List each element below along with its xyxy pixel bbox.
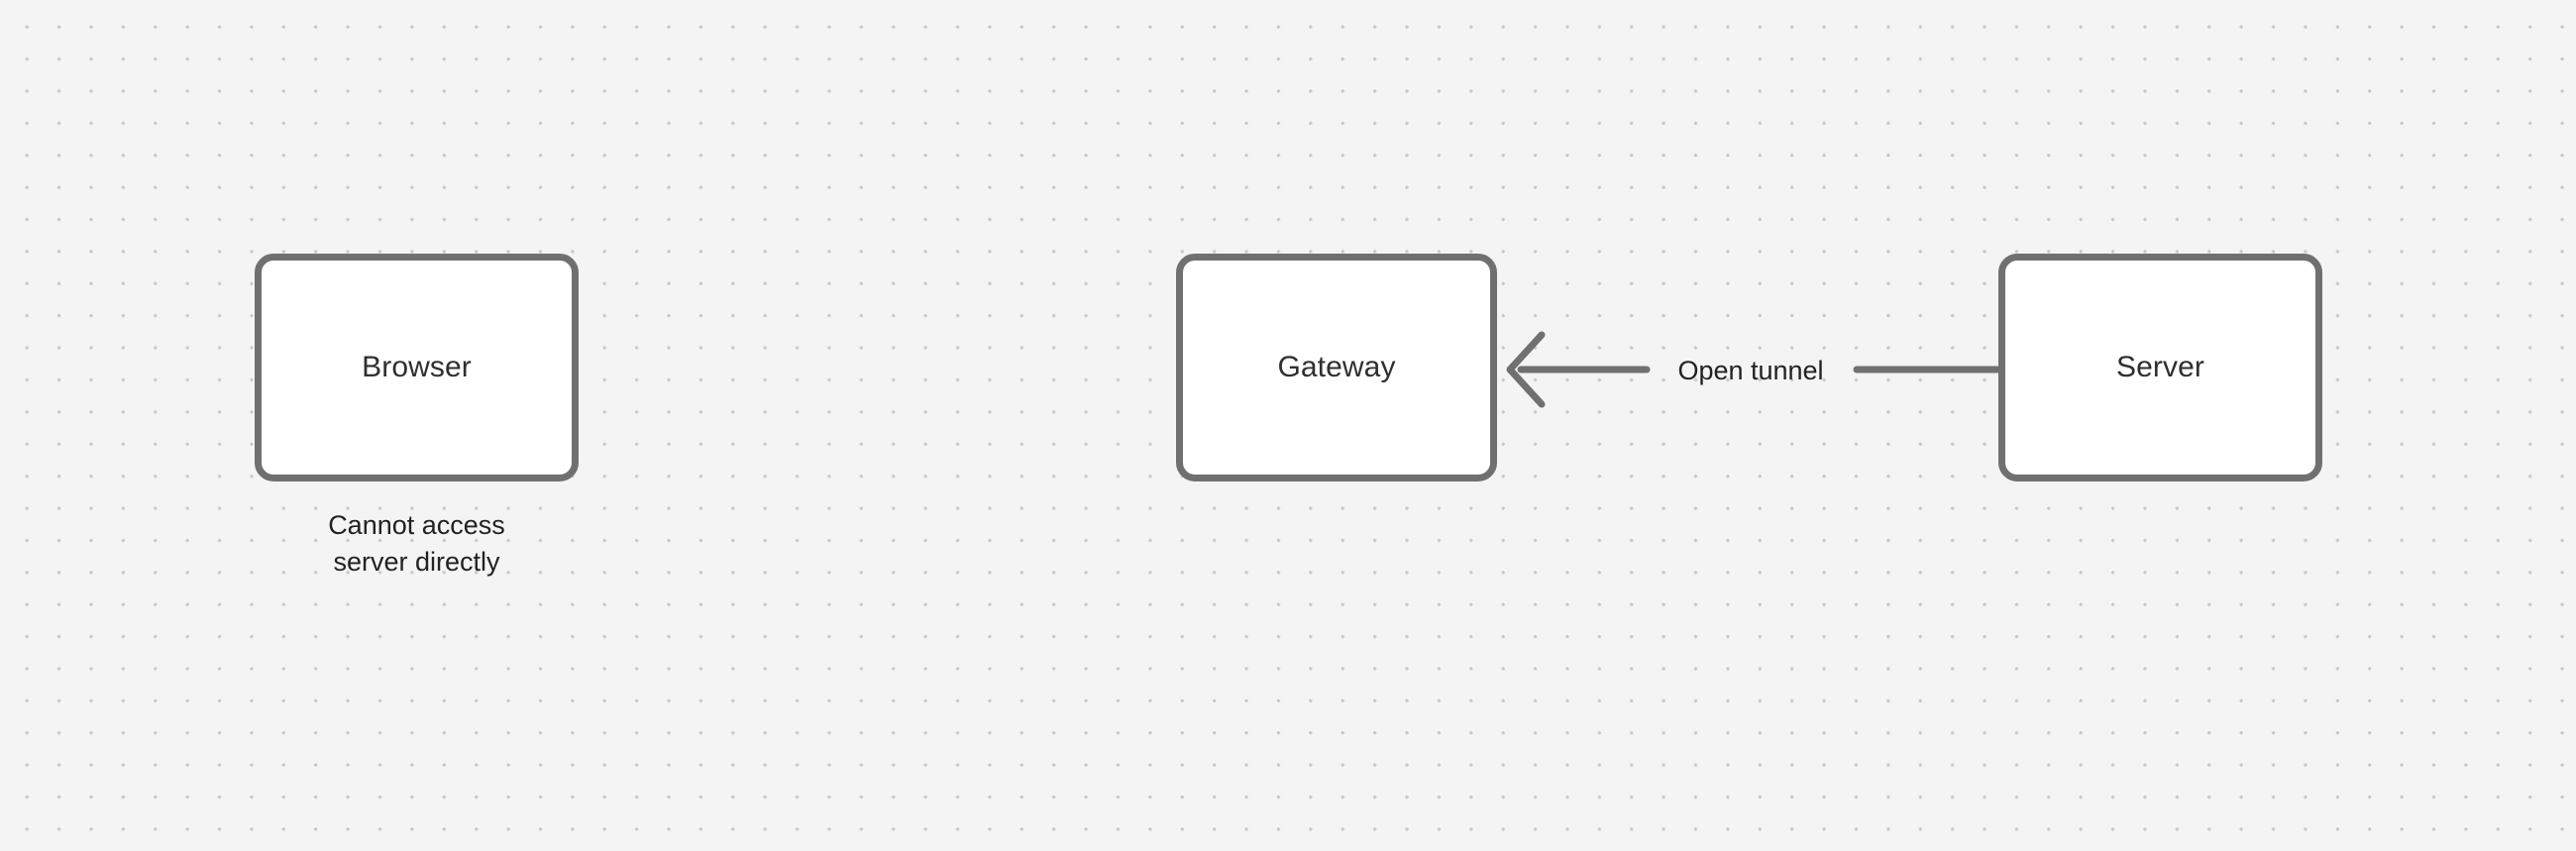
tunnel-arrowhead-icon <box>1506 331 1546 408</box>
node-browser-label: Browser <box>362 351 472 383</box>
node-server[interactable]: Server <box>1998 254 2322 481</box>
edge-label-open-tunnel: Open tunnel <box>1677 356 1824 385</box>
node-browser[interactable]: Browser <box>255 254 579 481</box>
node-gateway-label: Gateway <box>1277 351 1396 383</box>
node-gateway[interactable]: Gateway <box>1176 254 1497 481</box>
node-browser-caption: Cannot access server directly <box>328 510 505 577</box>
node-server-label: Server <box>2116 351 2204 383</box>
